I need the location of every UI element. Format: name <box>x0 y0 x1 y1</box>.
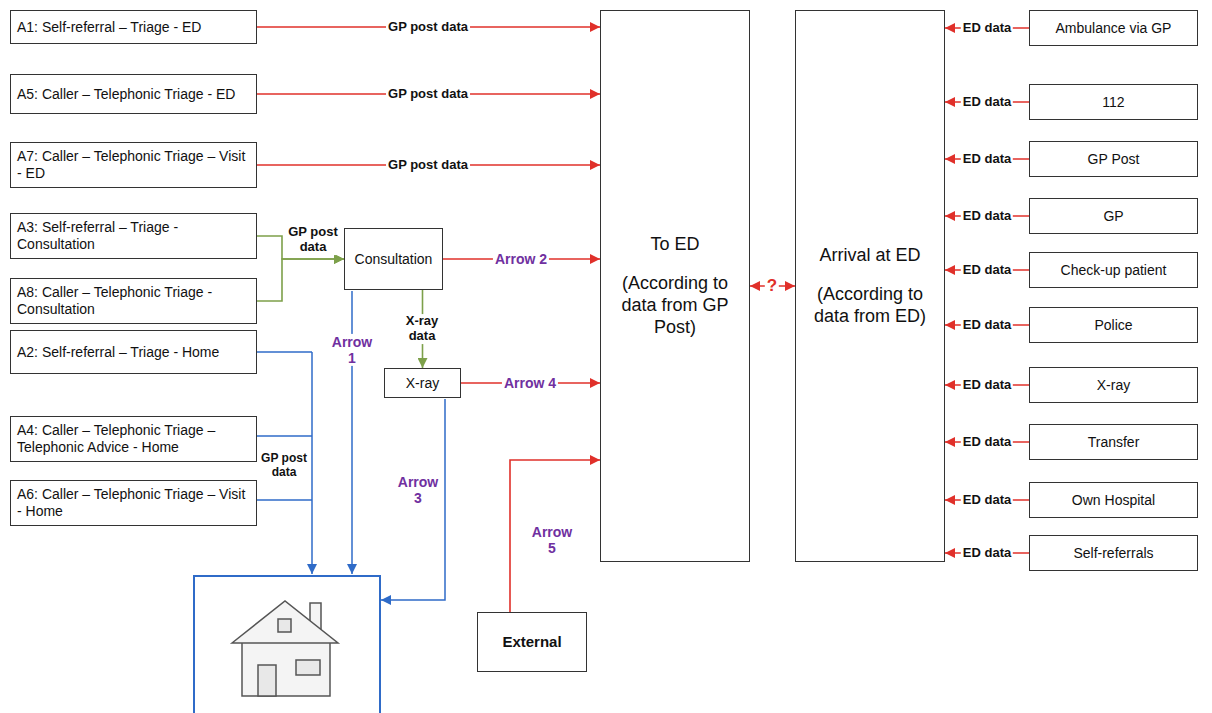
process-box: A2: Self-referral – Triage - Home <box>10 330 257 374</box>
home-wire <box>257 435 312 437</box>
source-box: GP Post <box>1029 141 1198 177</box>
source-box: X-ray <box>1029 367 1198 403</box>
node-title: 112 <box>1036 94 1191 111</box>
node-title: A1: Self-referral – Triage - ED <box>17 19 250 36</box>
process-box: A7: Caller – Telephonic Triage – Visit -… <box>10 142 257 188</box>
node-title: A6: Caller – Telephonic Triage – Visit -… <box>17 486 250 520</box>
source-box: Self-referrals <box>1029 535 1198 571</box>
edge-label: GP post data <box>386 20 470 35</box>
edge-label: GP post data <box>386 87 470 102</box>
node-note: (According to data from ED) <box>804 284 936 327</box>
process-box: A6: Caller – Telephonic Triage – Visit -… <box>10 480 257 526</box>
node-note: (According to data from GP Post) <box>609 273 741 338</box>
source-box: Transfer <box>1029 424 1198 460</box>
process-box: A4: Caller – Telephonic Triage – Telepho… <box>10 416 257 462</box>
edge-label: ED data <box>961 263 1013 278</box>
house-attic-window <box>278 619 291 632</box>
summary-box: Arrival at ED (According to data from ED) <box>795 10 945 562</box>
node-title: To ED <box>609 234 741 256</box>
home-wire <box>257 351 312 353</box>
external-box: External <box>477 612 587 672</box>
house-door <box>258 665 276 696</box>
house-icon <box>232 601 338 696</box>
home-arrow <box>311 352 313 574</box>
consultation-box: Consultation <box>344 228 443 290</box>
node-title: A8: Caller – Telephonic Triage - Consult… <box>17 284 250 318</box>
edge-label: ED data <box>961 21 1013 36</box>
edge-label: GP post data <box>286 225 340 255</box>
process-box: A5: Caller – Telephonic Triage - ED <box>10 74 257 114</box>
edge-label: ED data <box>961 493 1013 508</box>
xray-box: X-ray <box>384 368 461 398</box>
edge-label: Arrow 4 <box>502 375 558 391</box>
flow-arrow <box>257 259 344 301</box>
edge-label: ED data <box>961 435 1013 450</box>
edge-label: ED data <box>961 318 1013 333</box>
node-title: A2: Self-referral – Triage - Home <box>17 344 250 361</box>
source-box: Check-up patient <box>1029 252 1198 288</box>
house-body <box>242 640 330 696</box>
node-title: A4: Caller – Telephonic Triage – Telepho… <box>17 422 250 456</box>
node-title: Arrival at ED <box>804 245 936 267</box>
node-title: A7: Caller – Telephonic Triage – Visit -… <box>17 148 250 182</box>
edge-label: Arrow 5 <box>525 524 579 556</box>
arrow-label: Arrow 1 <box>327 334 377 366</box>
edge-label: ED data <box>961 378 1013 393</box>
flow-arrow <box>510 460 600 612</box>
house-roof <box>232 601 338 643</box>
node-title: Check-up patient <box>1036 262 1191 279</box>
node-title: GP Post <box>1036 151 1191 168</box>
edge-label: ED data <box>961 152 1013 167</box>
summary-box: To ED (According to data from GP Post) <box>600 10 750 562</box>
home-arrow <box>381 399 445 600</box>
node-title: External <box>482 633 582 651</box>
process-box: A8: Caller – Telephonic Triage - Consult… <box>10 278 257 324</box>
home-box <box>194 576 380 713</box>
node-title: Police <box>1036 317 1191 334</box>
node-title: Ambulance via GP <box>1036 20 1191 37</box>
node-title: A3: Self-referral – Triage - Consultatio… <box>17 219 250 253</box>
source-box: 112 <box>1029 84 1198 120</box>
source-box: Ambulance via GP <box>1029 10 1198 46</box>
house-window <box>296 660 320 675</box>
edge-label: ED data <box>961 95 1013 110</box>
arrow-label: Arrow 3 <box>393 474 443 506</box>
edge-label: ? <box>765 276 779 296</box>
edge-label: ED data <box>961 209 1013 224</box>
node-title: Own Hospital <box>1036 492 1191 509</box>
node-title: Transfer <box>1036 434 1191 451</box>
home-wire <box>257 499 312 501</box>
edge-label: GP post data <box>386 158 470 173</box>
wire-label: GP post data <box>259 452 309 480</box>
node-title: GP <box>1036 208 1191 225</box>
process-box: A1: Self-referral – Triage - ED <box>10 10 257 44</box>
node-title: Consultation <box>349 251 438 268</box>
node-title: X-ray <box>389 375 456 392</box>
source-box: GP <box>1029 198 1198 234</box>
source-box: Own Hospital <box>1029 482 1198 518</box>
process-box: A3: Self-referral – Triage - Consultatio… <box>10 213 257 259</box>
source-box: Police <box>1029 307 1198 343</box>
edge-label: X-ray data <box>396 314 448 344</box>
edge-label: Arrow 2 <box>493 251 549 267</box>
node-title: X-ray <box>1036 377 1191 394</box>
node-title: Self-referrals <box>1036 545 1191 562</box>
node-title: A5: Caller – Telephonic Triage - ED <box>17 86 250 103</box>
edge-label: ED data <box>961 546 1013 561</box>
